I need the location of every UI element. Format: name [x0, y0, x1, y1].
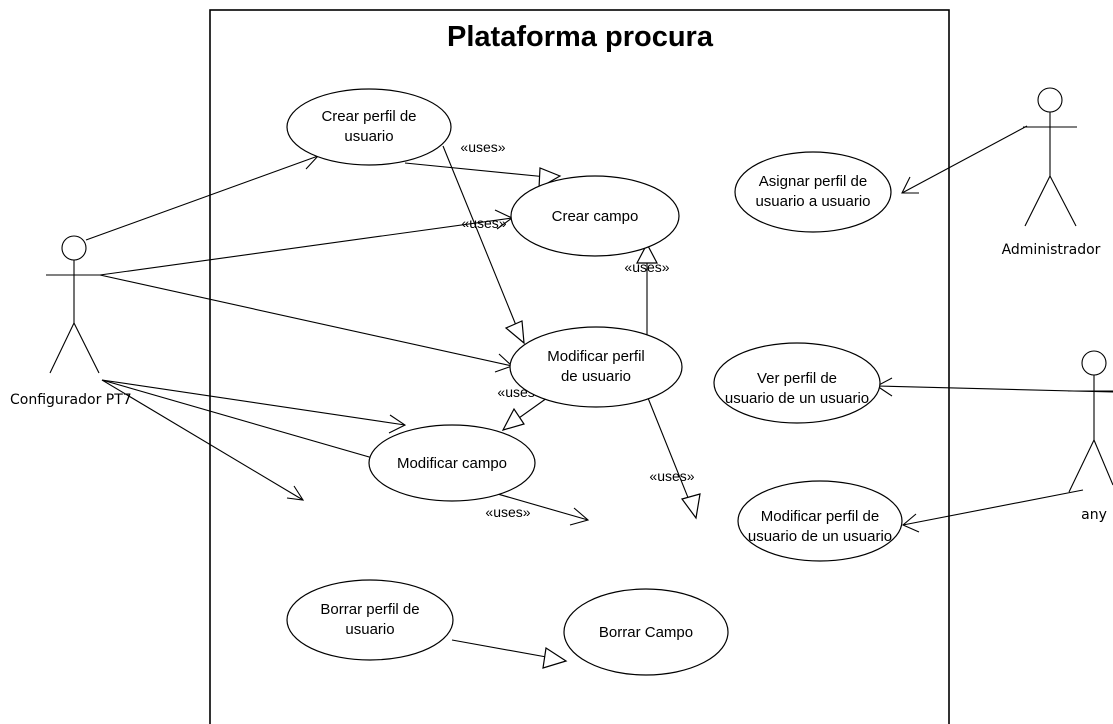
uses-crear-perfil-modificar-perfil [442, 145, 523, 341]
usecase-crear-perfil: Crear perfil de usuario [286, 88, 452, 166]
actor-label: Configurador PT7 [10, 392, 132, 408]
assoc-configurador-modificar-campo [101, 379, 406, 426]
actor-head-icon [61, 235, 87, 261]
uses-arrow-modificar-campo [501, 407, 525, 431]
usecase-label-line: Ver perfil de [757, 370, 837, 387]
arrowhead-modificar-perfil-usuario [901, 513, 920, 533]
usecase-label-line: Modificar campo [397, 455, 507, 472]
usecase-label-line: de usuario [561, 368, 631, 385]
usecase-label-line: usuario de un usuario [748, 528, 892, 545]
uses-label-5: «uses» [649, 468, 694, 484]
arrowhead-borrar-campo [569, 507, 590, 526]
actor-administrador: Administrador [1002, 87, 1101, 258]
assoc-configurador-crear-perfil [85, 155, 319, 241]
usecase-label-line: usuario [344, 128, 393, 145]
uses-arrow-crear-campo-2 [636, 242, 658, 264]
usecase-label-line: Modificar perfil [547, 348, 645, 365]
usecase-label-line: usuario de un usuario [725, 390, 869, 407]
assoc-configurador-borrar-perfil [101, 379, 304, 501]
uses-label-3: «uses» [624, 259, 669, 275]
uses-arrow-borrar-campo-2 [542, 646, 568, 669]
assoc-configurador-crear-campo [99, 217, 513, 276]
usecase-label-line: Crear perfil de [321, 108, 416, 125]
arrowhead-modificar-campo [388, 414, 407, 434]
uses-arrow-modificar-perfil [504, 320, 525, 345]
usecase-label-line: Borrar Campo [599, 624, 693, 641]
usecase-ver-perfil: Ver perfil de usuario de un usuario [713, 342, 881, 424]
actor-configurador: Configurador PT7 [10, 235, 132, 408]
uses-label-6: «uses» [485, 504, 530, 520]
usecase-borrar-perfil: Borrar perfil de usuario [286, 579, 454, 661]
usecase-label-line: Modificar perfil de [761, 508, 879, 525]
usecase-crear-campo: Crear campo [510, 175, 680, 257]
arrowhead-borrar-perfil [286, 485, 305, 501]
usecase-label-line: usuario [345, 621, 394, 638]
actor-head-icon [1037, 87, 1063, 113]
assoc-configurador-borrar-campo [101, 379, 589, 521]
uses-label-2: «uses» [461, 215, 506, 231]
uses-modificar-perfil-borrar-campo [647, 397, 696, 516]
usecase-modificar-campo: Modificar campo [368, 424, 536, 502]
actor-label: Administrador [1002, 242, 1101, 258]
assoc-configurador-modificar-perfil [99, 274, 513, 367]
usecase-label-line: Borrar perfil de [320, 601, 419, 618]
assoc-any-modificar-perfil-usuario [902, 489, 1084, 526]
usecase-label-line: usuario a usuario [755, 193, 870, 210]
uses-label-1: «uses» [460, 139, 505, 155]
usecase-modificar-perfil: Modificar perfil de usuario [509, 326, 683, 408]
actor-label: any [1081, 507, 1107, 523]
uses-arrow-borrar-campo [681, 493, 701, 520]
usecase-label-line: Crear campo [552, 208, 639, 225]
usecase-modificar-perfil-usuario: Modificar perfil de usuario de un usuari… [737, 480, 903, 562]
actor-head-icon [1081, 350, 1107, 376]
system-title: Plataforma procura [447, 21, 714, 53]
assoc-administrador-asignar [901, 125, 1028, 194]
actor-any: any [1068, 350, 1113, 523]
uses-crear-perfil-crear-campo [404, 162, 558, 179]
usecase-label-line: Asignar perfil de [759, 173, 867, 190]
arrowhead-asignar [901, 176, 919, 194]
usecase-borrar-campo: Borrar Campo [563, 588, 729, 676]
usecase-asignar-perfil: Asignar perfil de usuario a usuario [734, 151, 892, 233]
